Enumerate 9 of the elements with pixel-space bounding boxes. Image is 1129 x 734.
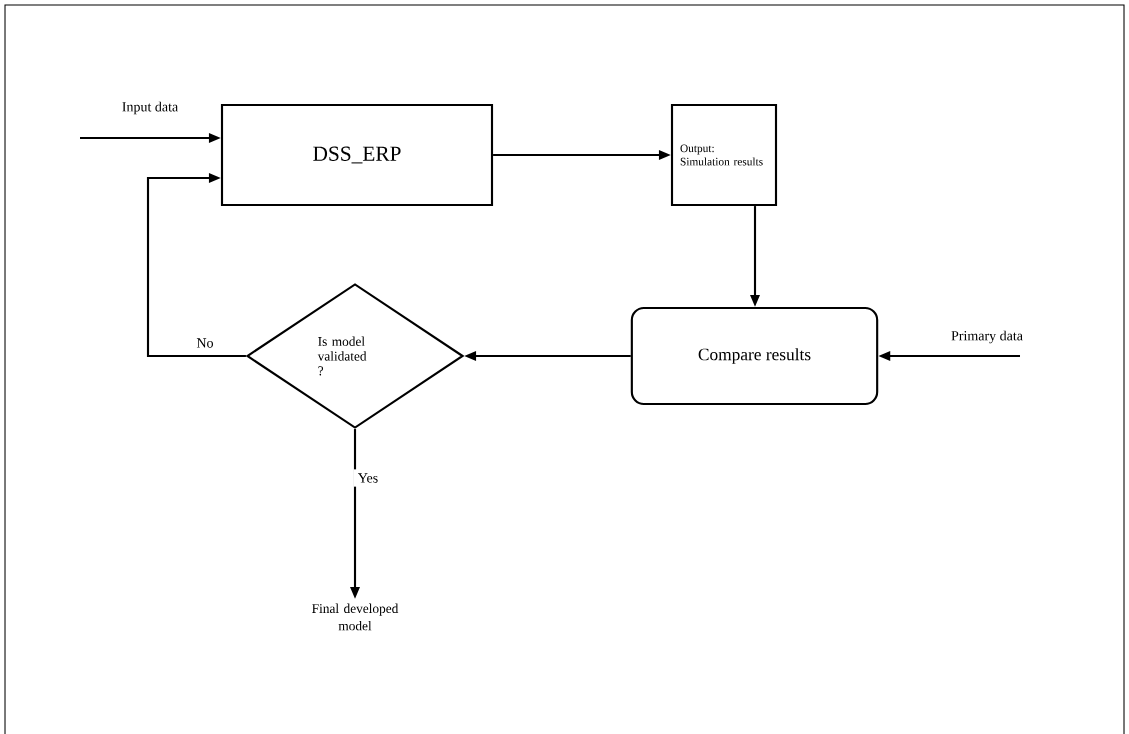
rounded-box: Compare results: [630, 306, 879, 406]
process-box: DSS_ERP: [220, 103, 494, 207]
feedback-arrow: [146, 173, 246, 358]
edge-label: Yes: [353, 469, 383, 487]
edge-label: Input data: [122, 101, 178, 115]
outcome-text: Final developed model: [312, 603, 399, 631]
output-box: Output: Simulation results: [670, 103, 778, 207]
edge-label: Primary data: [951, 330, 1023, 344]
edge-label: No: [196, 338, 213, 348]
